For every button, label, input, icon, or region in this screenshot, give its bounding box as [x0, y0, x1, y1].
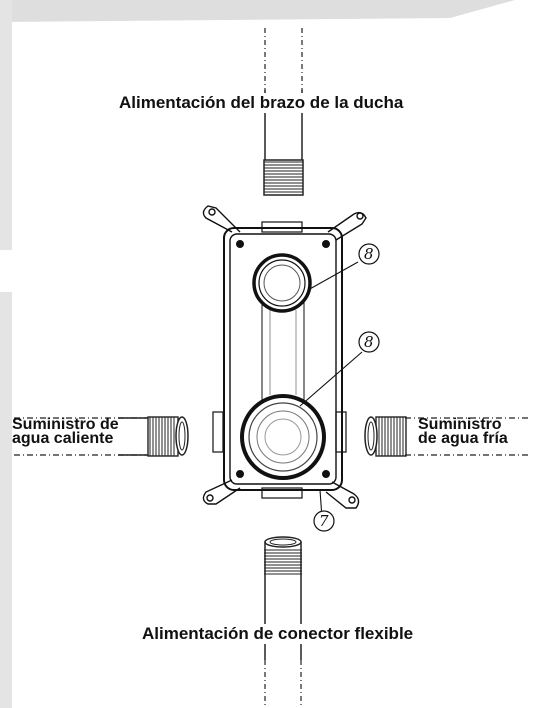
shower-arm-pipe — [263, 28, 304, 196]
hot-water-supply-label-line1: Suministro de — [12, 416, 119, 433]
flexible-connector-supply-label: Alimentación de conector flexible — [142, 624, 414, 643]
callout-circle-8-upper — [358, 243, 380, 265]
callout-circle-8-lower — [358, 331, 380, 353]
hot-water-supply-label-line2: agua caliente — [12, 430, 114, 447]
callout-number-7: 7 — [319, 512, 329, 530]
shower-arm-supply-label: Alimentación del brazo de la ducha — [119, 93, 404, 112]
background-band-left-lower — [0, 292, 12, 708]
callout-leaders — [299, 261, 363, 519]
callout-circle-7 — [313, 510, 335, 532]
label-mask-bottom — [262, 624, 305, 644]
cold-water-supply-label-line2: de agua fría — [418, 430, 508, 447]
cold-water-supply-label-line1: Suministro — [418, 416, 502, 433]
cold-water-supply-label: Suministro de agua fría — [418, 416, 508, 447]
background-band-top — [0, 0, 515, 22]
flexible-connector-pipe — [264, 536, 302, 705]
background-band-left-upper — [0, 0, 12, 250]
hot-supply-pipe — [14, 416, 189, 457]
hot-water-supply-label: Suministro de agua caliente — [12, 416, 119, 447]
callout-number-8-upper: 8 — [364, 245, 374, 263]
cold-supply-pipe — [364, 416, 530, 457]
valve-body — [202, 205, 367, 509]
callout-number-8-lower: 8 — [364, 333, 374, 351]
label-mask-top — [262, 93, 305, 113]
